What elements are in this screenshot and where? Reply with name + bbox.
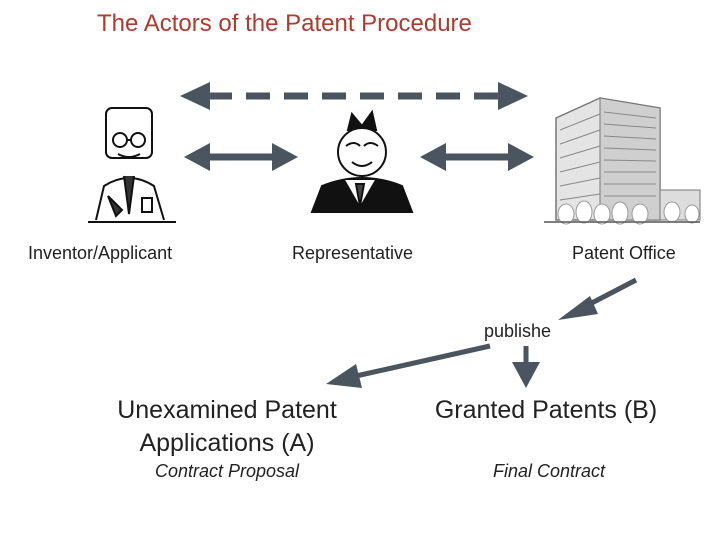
office-to-publish-arrow [558,277,638,320]
solid-double-arrow-right [420,143,534,171]
inventor-figure-icon [88,107,176,223]
granted-patents-title: Granted Patents (B) [434,396,658,424]
final-contract-label: Final Contract [492,461,606,481]
contract-proposal-label: Contract Proposal [154,461,300,481]
representative-label: Representative [292,243,414,263]
representative-figure-icon [310,109,414,213]
inventor-label: Inventor/Applicant [28,243,173,263]
publish-to-granted-arrow [512,346,540,388]
published-label: publishe [484,321,552,341]
solid-double-arrow-left [184,143,298,171]
patent-office-building-icon [544,97,701,225]
unexamined-applications-title: Unexamined Patent Applications (A) [117,396,337,457]
patent-office-label: Patent Office [572,243,676,263]
page-title: The Actors of the Patent Procedure [97,10,472,37]
dashed-double-arrow [180,82,528,110]
publish-to-unexamined-arrow [326,343,491,388]
